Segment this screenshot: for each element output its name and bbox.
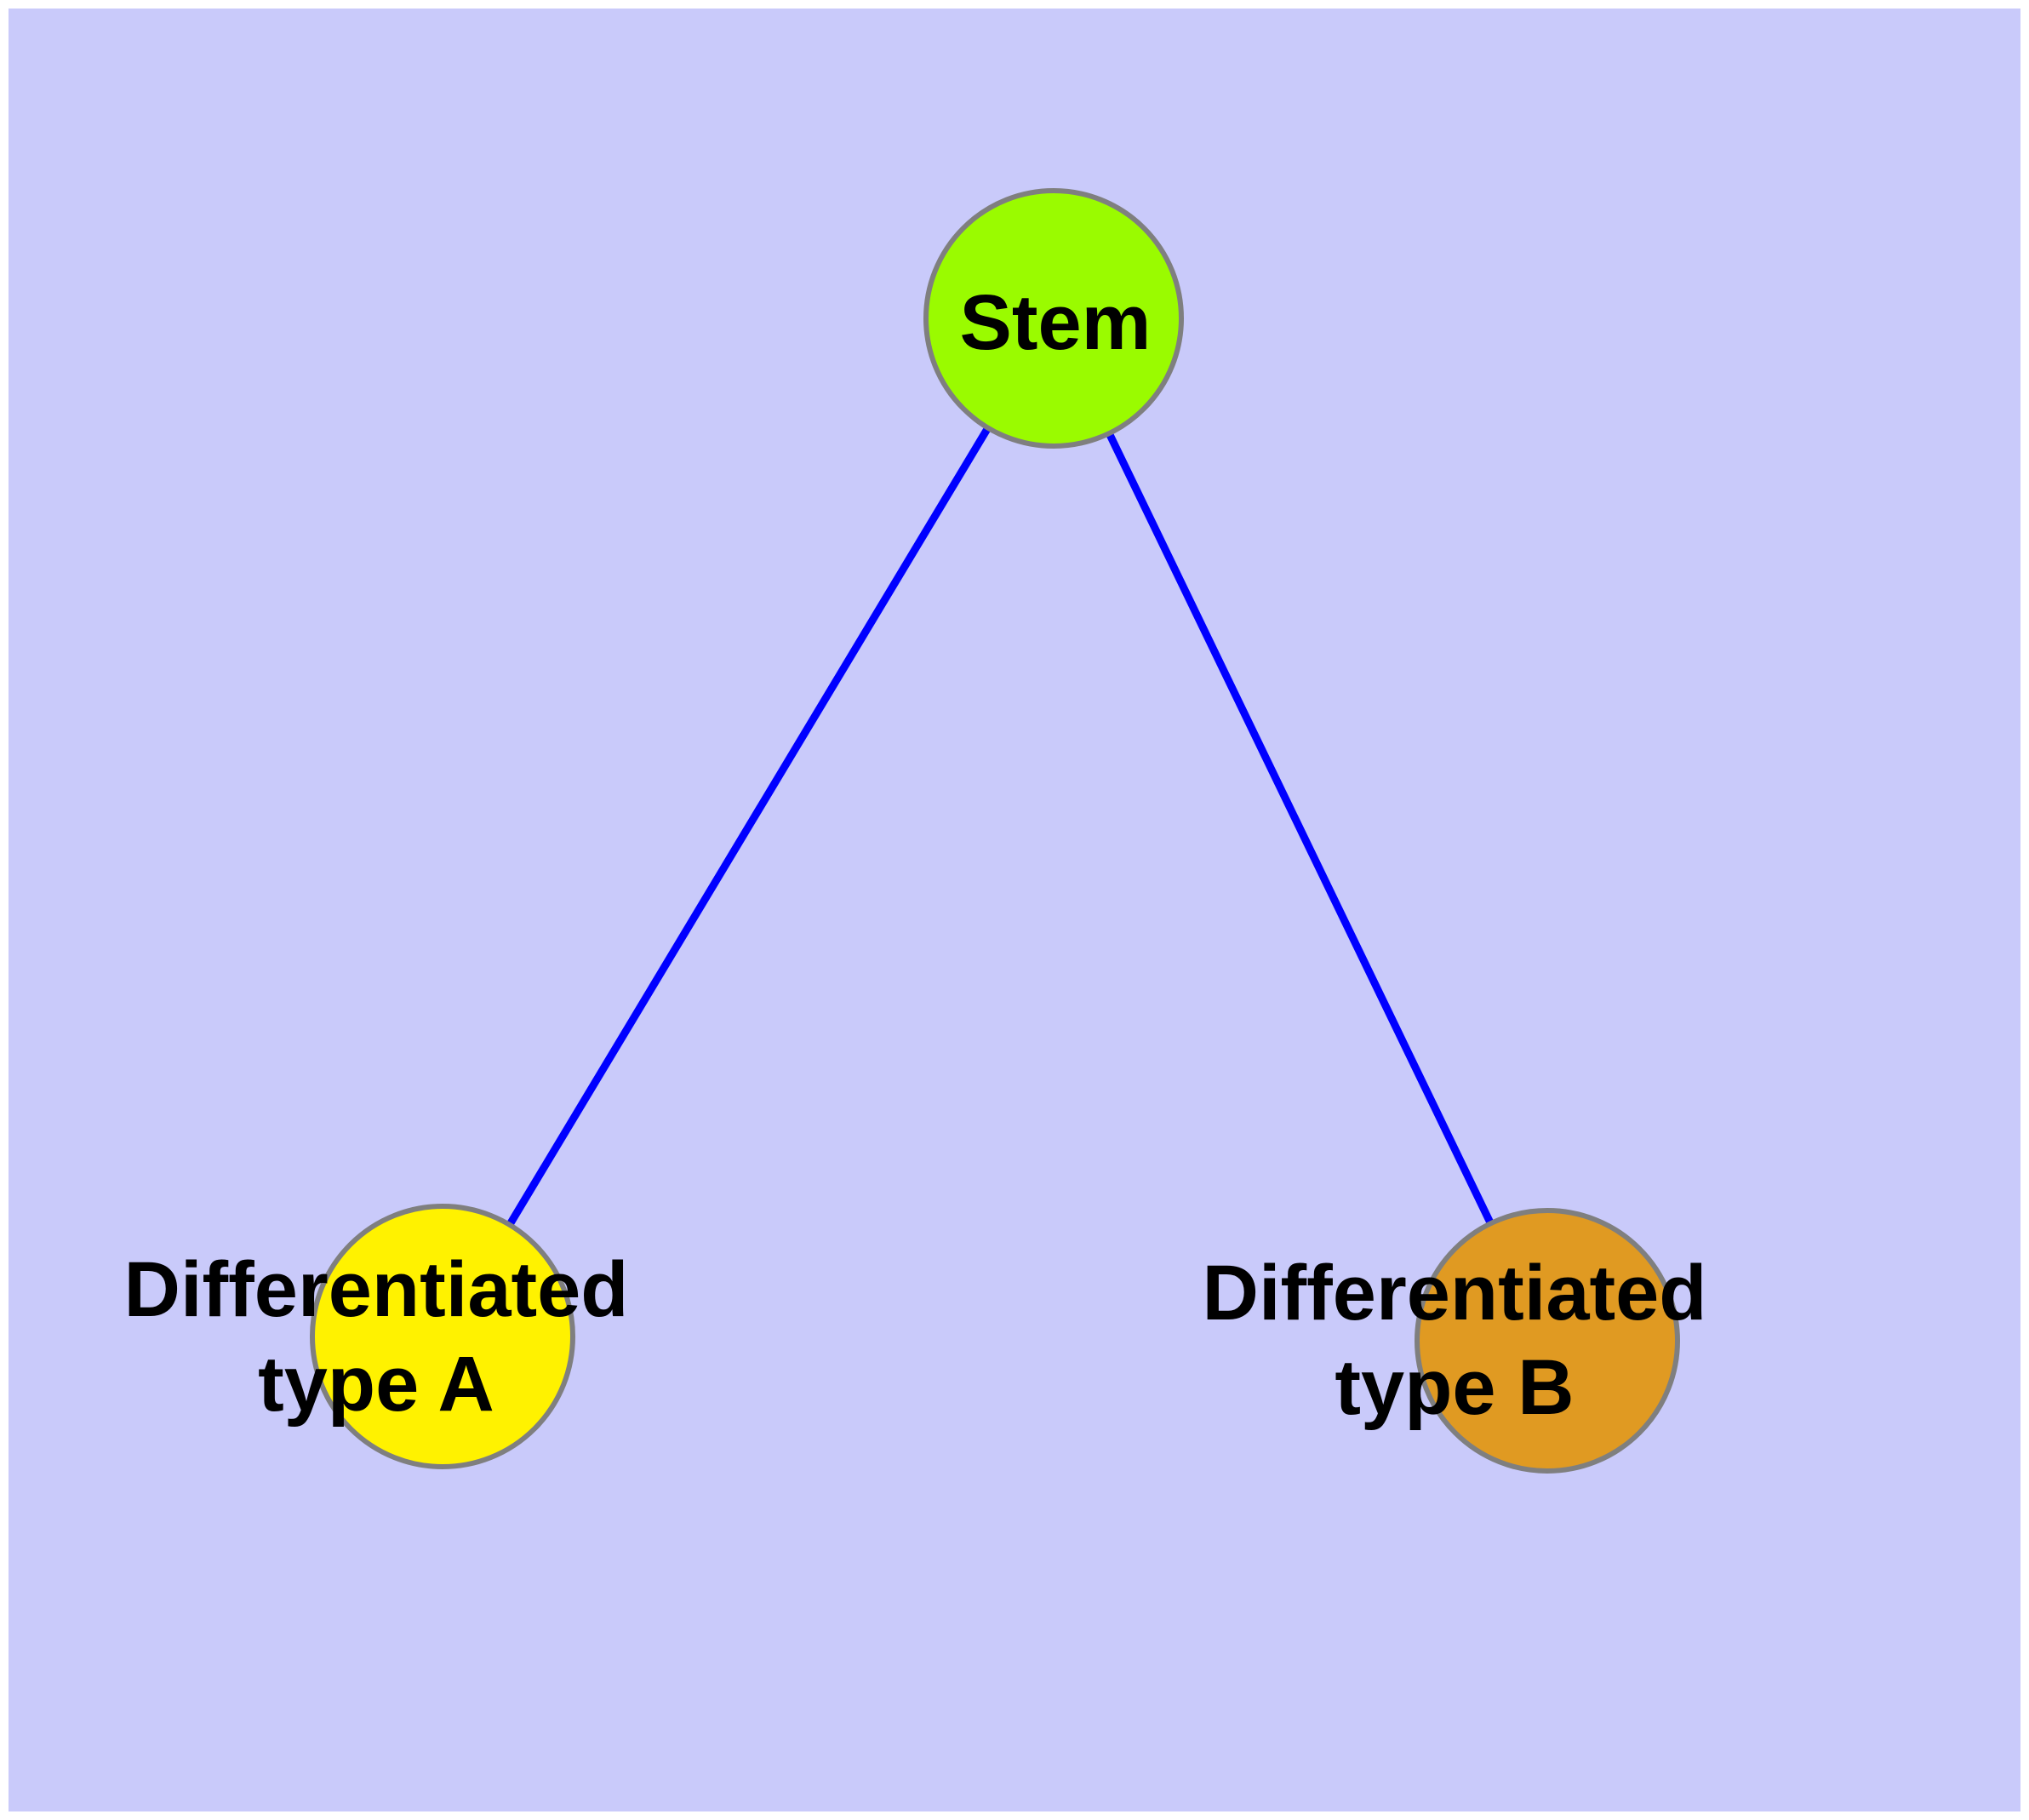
node-label-line: Stem (960, 279, 1152, 366)
graph-node-stem[interactable] (923, 188, 1184, 449)
node-label-line: Differentiated (1203, 1250, 1707, 1336)
node-label-stem: Stem (960, 279, 1152, 366)
node-label-line: type A (258, 1341, 494, 1428)
node-label-line: type B (1335, 1344, 1574, 1431)
graph-edge-stem-to-diff-a (439, 316, 1057, 1339)
node-label-line: Differentiated (124, 1246, 629, 1333)
nodes-layer (310, 188, 1680, 1474)
graph-node-diff-b[interactable] (1415, 1208, 1680, 1474)
graph-edge-stem-to-diff-b (1049, 317, 1552, 1342)
edges-layer (439, 316, 1552, 1342)
graph-node-diff-a[interactable] (310, 1204, 575, 1469)
